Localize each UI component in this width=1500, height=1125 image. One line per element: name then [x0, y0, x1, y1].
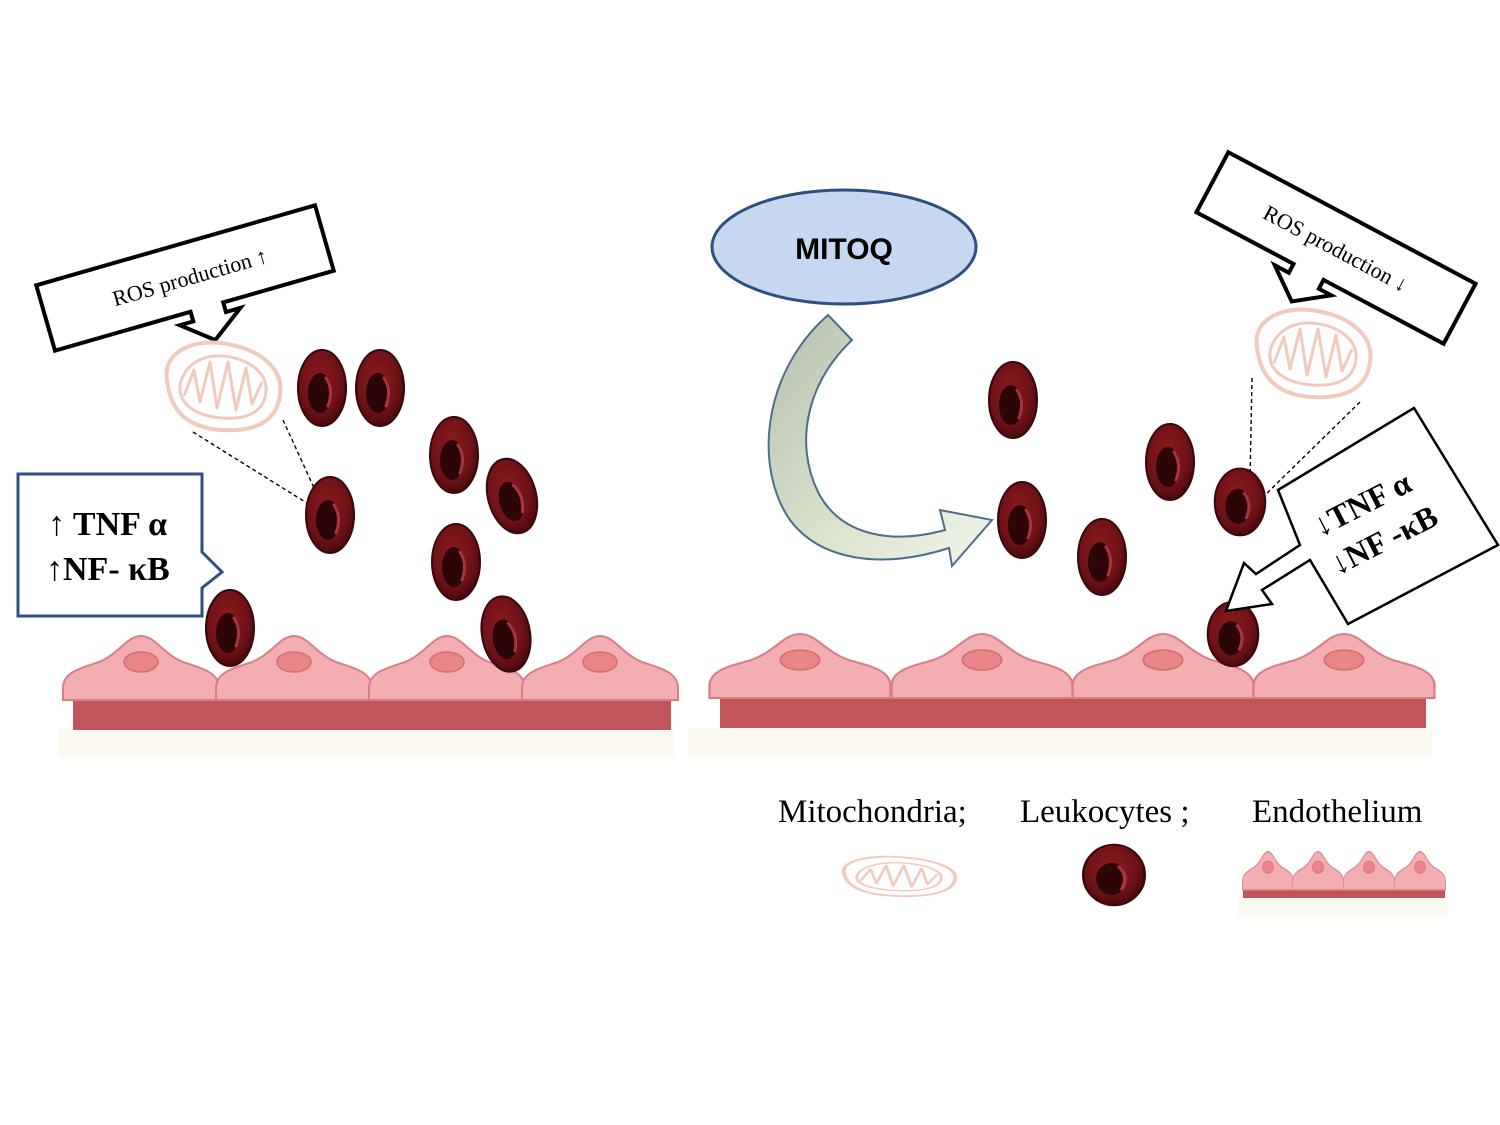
leukocyte-icon [987, 360, 1039, 440]
leukocyte-icon [430, 522, 482, 602]
right-panel: ROS production ↓ ↓TNF α ↓NF -κB [688, 149, 1500, 758]
legend: Mitochondria; Leukocytes ; Endothelium [778, 794, 1448, 918]
leukocyte-icon [477, 451, 547, 541]
left-endothelium [58, 635, 679, 758]
left-dotted-line-2 [282, 419, 316, 491]
leukocyte-icon [204, 588, 256, 668]
mitoq-label: MITOQ [795, 233, 893, 266]
right-mitochondrion-icon [1254, 307, 1373, 400]
right-dotted-line-1 [1249, 377, 1253, 481]
left-panel: ROS production ↑ ↑ TNF α ↑NF- κB [16, 202, 679, 758]
legend-endothelium-icon [1238, 850, 1448, 918]
legend-leukocyte-icon [1081, 842, 1147, 908]
left-dotted-line-1 [192, 431, 311, 506]
legend-leukocytes-label: Leukocytes ; [1020, 794, 1190, 830]
leukocyte-icon [354, 348, 406, 428]
mitoq-oval [710, 188, 978, 306]
curved-arrow [767, 313, 994, 569]
left-mitochondrion-icon [164, 340, 283, 433]
leukocyte-icon [296, 348, 348, 428]
legend-mitochondria-icon [841, 854, 958, 899]
leukocyte-icon [428, 415, 480, 495]
right-dotted-line-2 [1261, 401, 1361, 499]
leukocyte-icon [1144, 422, 1196, 502]
leukocyte-icon [1076, 517, 1128, 597]
left-nfkb-label: ↑NF- κB [46, 551, 170, 588]
right-endothelium [688, 632, 1436, 758]
leukocyte-icon [996, 480, 1048, 560]
legend-mitochondria-label: Mitochondria; [778, 794, 967, 830]
leukocyte-icon [1206, 600, 1260, 668]
left-tnf-label: ↑ TNF α [48, 506, 167, 543]
right-cytokine-callout: ↓TNF α ↓NF -κB [1224, 406, 1500, 626]
center-treatment: MITOQ [710, 188, 994, 569]
legend-endothelium-label: Endothelium [1252, 794, 1423, 830]
leukocyte-icon [304, 475, 356, 555]
right-leukocytes [987, 360, 1267, 668]
leukocyte-icon [1213, 466, 1267, 538]
left-cytokine-callout: ↑ TNF α ↑NF- κB [16, 472, 225, 618]
